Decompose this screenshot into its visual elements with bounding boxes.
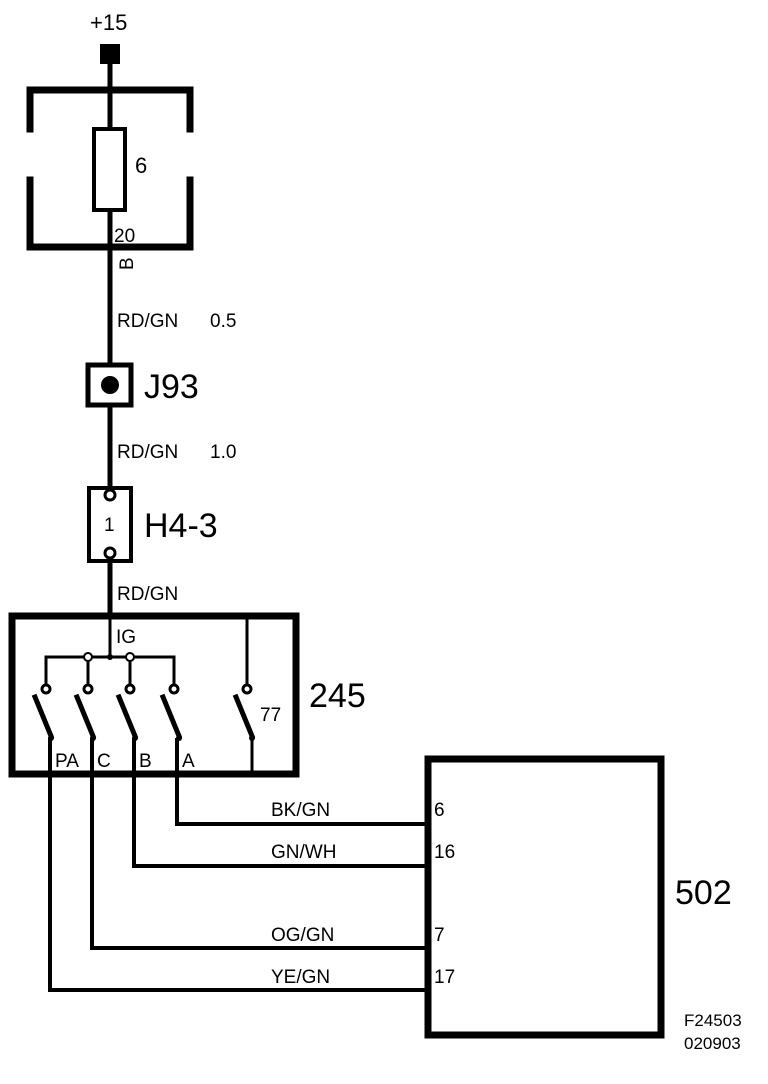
contact-label-b: B xyxy=(139,751,152,772)
fuse-element xyxy=(92,127,127,212)
date-code: 020903 xyxy=(684,1034,741,1053)
wire-c-color: OG/GN xyxy=(271,925,334,946)
wire-a-color: BK/GN xyxy=(271,800,330,821)
contact-label-a: A xyxy=(182,751,195,772)
switch-contact-77 xyxy=(232,683,256,776)
switch-label: 245 xyxy=(309,677,366,715)
wire-pa-color: YE/GN xyxy=(271,967,330,988)
switch-contact-b xyxy=(115,683,139,741)
connector-label: H4-3 xyxy=(144,507,218,545)
fuse-connector: B xyxy=(117,257,138,270)
module-pin-17: 17 xyxy=(434,967,455,988)
junction-dot xyxy=(101,376,119,394)
module-wires xyxy=(48,738,430,992)
wire-b xyxy=(132,738,430,868)
switch-contact-c xyxy=(73,683,97,741)
switch-input-label: IG xyxy=(116,627,136,648)
switch-245: IG xyxy=(8,610,300,778)
wire-c xyxy=(90,738,430,950)
connector-pin: 1 xyxy=(104,515,115,536)
wire-pa xyxy=(48,738,430,992)
connector-pin-bottom xyxy=(103,546,117,560)
module-502 xyxy=(424,755,665,1039)
module-pin-16: 16 xyxy=(434,842,455,863)
power-label: +15 xyxy=(90,10,127,35)
wire-mid-color: RD/GN xyxy=(117,442,178,463)
power-terminal xyxy=(100,44,120,64)
fuse-number: 6 xyxy=(135,153,147,178)
contact-label-pa: PA xyxy=(55,751,79,772)
wire-mid-size: 1.0 xyxy=(210,442,236,463)
switch-contact-pa xyxy=(31,683,55,741)
wire-top-color: RD/GN xyxy=(117,311,178,332)
switch-aux-label: 77 xyxy=(260,705,281,726)
connector-pin-top xyxy=(103,488,117,502)
module-pin-7: 7 xyxy=(434,925,445,946)
switch-contact-a xyxy=(159,683,183,741)
module-pin-6: 6 xyxy=(434,800,445,821)
wire-b-color: GN/WH xyxy=(271,842,336,863)
wire-a xyxy=(175,738,430,826)
wire-top-size: 0.5 xyxy=(210,311,236,332)
figure-id: F24503 xyxy=(684,1011,742,1030)
fuse-pin: 20 xyxy=(114,226,135,247)
wire-bottom-color: RD/GN xyxy=(117,584,178,605)
junction-label: J93 xyxy=(144,368,199,406)
module-label: 502 xyxy=(675,874,732,912)
contact-label-c: C xyxy=(97,751,111,772)
